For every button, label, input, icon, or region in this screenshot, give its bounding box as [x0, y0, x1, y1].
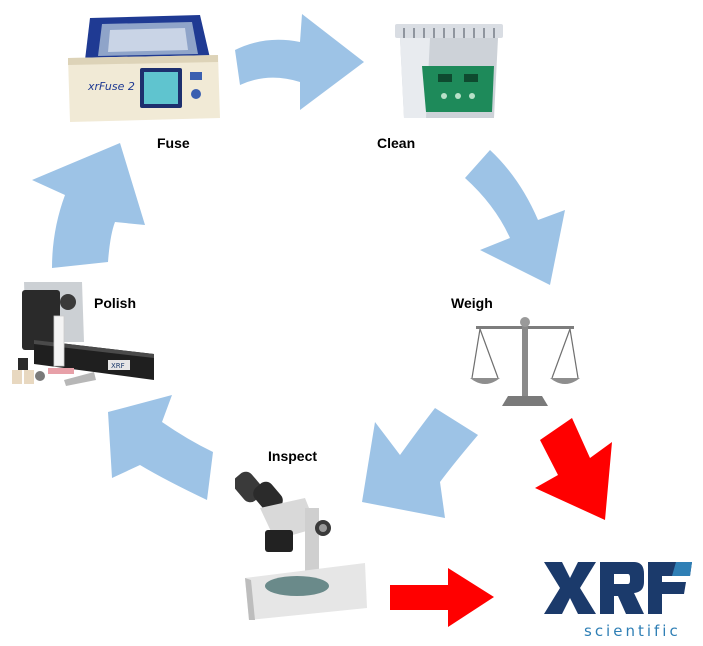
step-label-weigh: Weigh	[451, 295, 493, 311]
ultrasonic-cleaner-icon	[390, 22, 510, 122]
fuse-brand-text: xrFuse 2	[87, 80, 135, 93]
step-label-inspect: Inspect	[268, 448, 318, 464]
arrow-fuse-to-clean	[235, 14, 364, 110]
balance-scale-icon	[470, 316, 580, 411]
polishing-machine-icon: XRF	[4, 280, 159, 395]
fusion-machine-icon: xrFuse 2	[60, 10, 225, 125]
arrow-weigh-to-inspect	[362, 408, 478, 518]
arrow-clean-to-weigh	[465, 150, 565, 285]
xrf-logo-tagline: scientific	[584, 622, 681, 640]
step-label-polish: Polish	[94, 295, 137, 311]
polish-brand-text: XRF	[111, 362, 125, 370]
arrow-weigh-to-xrf	[535, 418, 612, 520]
arrow-inspect-to-polish	[108, 395, 213, 500]
xrf-logo	[540, 560, 695, 618]
arrow-polish-to-fuse	[32, 143, 145, 268]
step-label-clean: Clean	[377, 135, 416, 151]
arrow-inspect-to-xrf	[390, 568, 494, 627]
step-label-fuse: Fuse	[157, 135, 190, 151]
microscope-icon	[235, 468, 370, 628]
